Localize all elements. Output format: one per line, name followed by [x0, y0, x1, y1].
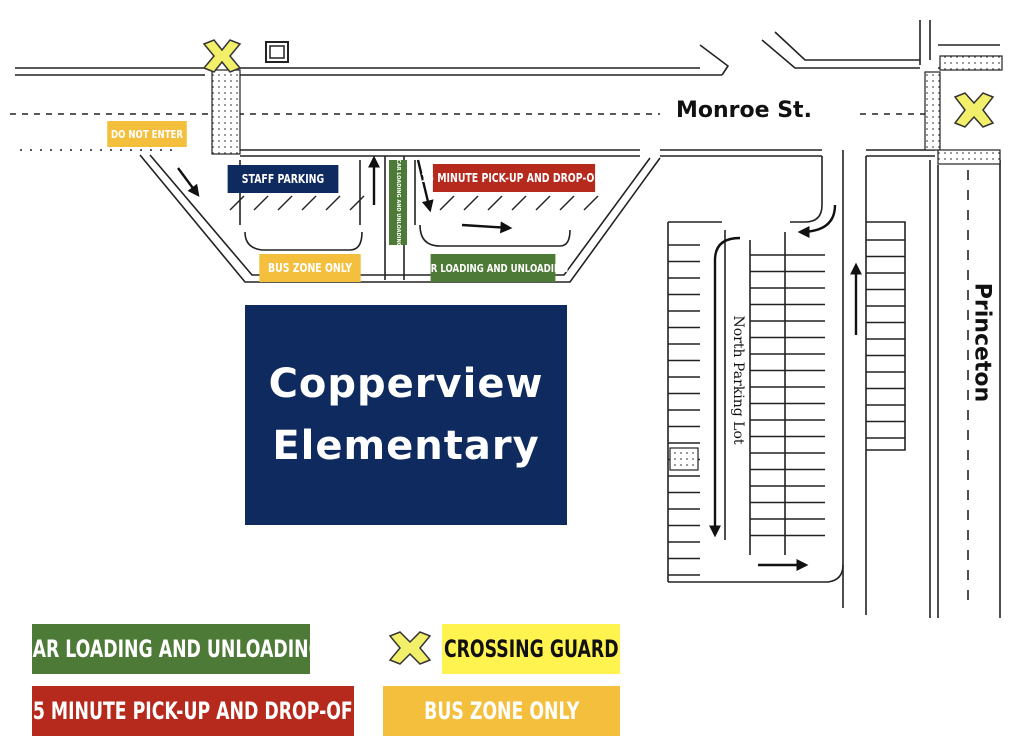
north-lot-label: North Parking Lot — [730, 315, 746, 445]
stall-line — [511, 195, 527, 211]
legend-car-loading-text: CAR LOADING AND UNLOADING — [32, 635, 310, 663]
crosswalks — [211, 55, 1003, 471]
stall-line — [559, 195, 575, 211]
stall-line — [325, 195, 341, 211]
legend-crossing-guard-text: CROSSING GUARD — [443, 635, 619, 663]
stall-line — [463, 195, 479, 211]
diagonal-stalls — [229, 195, 599, 211]
crossing-guard-x-icon — [953, 92, 995, 128]
car-loading-vertical-text: CAR LOADING AND UNLOADING — [395, 158, 401, 247]
school-name-line1: Copperview — [268, 361, 544, 407]
street-label-princeton: Princeton — [969, 282, 995, 403]
legend-pickup-dropoff: 15 MINUTE PICK-UP AND DROP-OFF — [32, 686, 354, 736]
square-marker-icon — [265, 41, 289, 63]
car-loading-label: CAR LOADING AND UNLOADING — [418, 254, 568, 282]
stall-line — [277, 195, 293, 211]
stall-line — [583, 195, 599, 211]
school-building: Copperview Elementary — [245, 305, 567, 525]
stall-line — [487, 195, 503, 211]
car-loading-vertical-label: CAR LOADING AND UNLOADING — [389, 158, 407, 247]
crossing-guard-x-icon — [388, 631, 432, 665]
legend-pickup-dropoff-text: 15 MINUTE PICK-UP AND DROP-OFF — [32, 697, 354, 725]
legend-bus-zone: BUS ZONE ONLY — [383, 686, 620, 736]
stall-line — [301, 195, 317, 211]
street-label-monroe: Monroe St. — [676, 98, 812, 123]
stall-line — [229, 195, 245, 211]
pickup-dropoff-label: 15 MINUTE PICK-UP AND DROP-OFF — [421, 164, 607, 192]
parking-stalls — [668, 239, 905, 576]
staff-parking-label: STAFF PARKING — [227, 165, 339, 193]
crossing-guard-x-icon — [202, 39, 242, 73]
stall-line — [439, 195, 455, 211]
do-not-enter-label: DO NOT ENTER — [107, 121, 187, 147]
school-name-line2: Elementary — [272, 423, 540, 469]
legend-crossing-guard: CROSSING GUARD — [442, 624, 620, 674]
legend-car-loading: CAR LOADING AND UNLOADING — [32, 624, 310, 674]
legend-bus-zone-text: BUS ZONE ONLY — [423, 697, 580, 725]
stall-line — [349, 195, 365, 211]
arrow-icon — [177, 155, 862, 571]
stall-line — [253, 195, 269, 211]
stall-line — [535, 195, 551, 211]
bus-zone-label: BUS ZONE ONLY — [259, 254, 361, 282]
